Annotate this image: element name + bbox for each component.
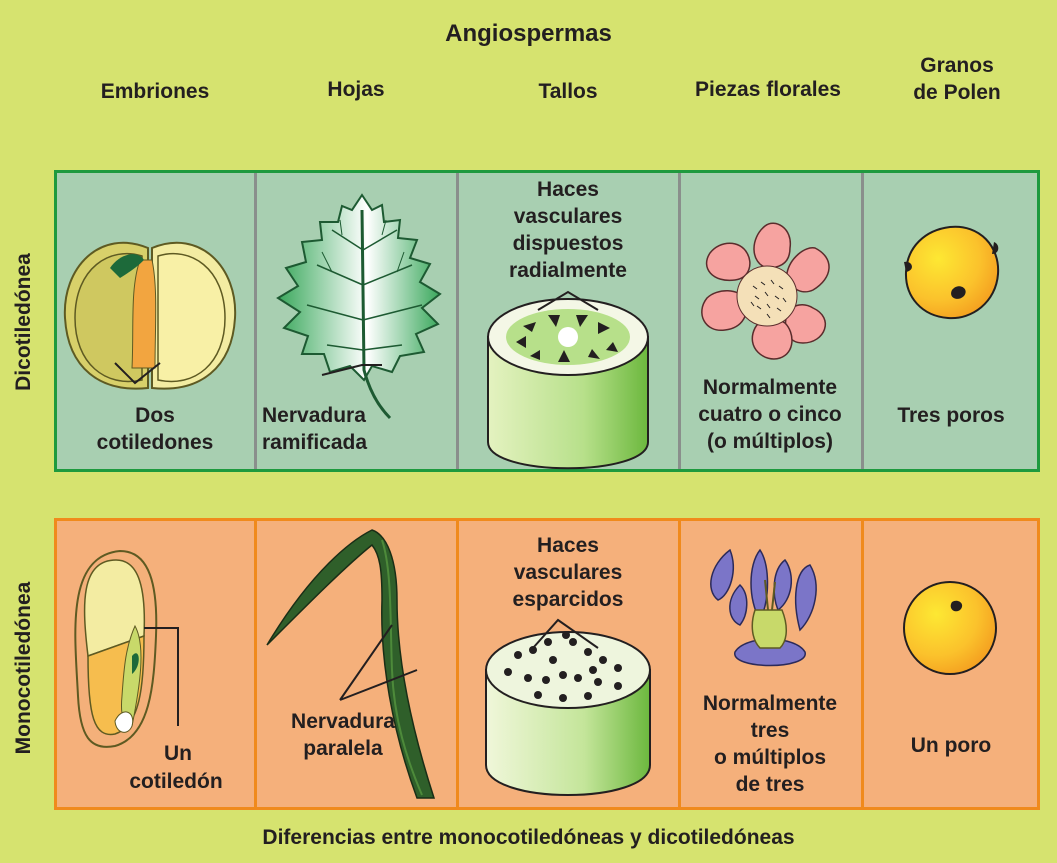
row-label-monocotiledonea: Monocotiledónea (12, 581, 35, 755)
mono-pollen-illustration (903, 581, 997, 675)
dicot-leaf-illustration (276, 193, 442, 420)
dicot-pollen-illustration (904, 225, 1000, 320)
column-header-piezas-florales: Piezas florales (695, 78, 841, 101)
dicot-flower-illustration (701, 222, 830, 360)
mono-leaf-illustration (266, 529, 436, 799)
dicot-embryo-label: Dos cotiledones (96, 404, 214, 454)
dicot-leaf-label: Nervadura ramificada (262, 404, 368, 454)
mono-flower-illustration (710, 548, 817, 667)
mono-stem-label: Haces vasculares esparcidos (512, 534, 624, 611)
dicot-stem-illustration (487, 290, 649, 470)
column-header-tallos: Tallos (538, 80, 598, 103)
dicot-stem-label: Haces vasculares dispuestos radialmente (509, 178, 627, 282)
diagram-caption: Diferencias entre monocotiledóneas y dic… (262, 826, 795, 849)
mono-pollen-label: Un poro (910, 734, 992, 757)
mono-embryo-label-line2: cotiledón (129, 770, 223, 793)
diagram-title: Angiospermas (445, 20, 612, 47)
dicot-pollen-label: Tres poros (897, 404, 1005, 427)
mono-embryo-label-line1: Un (164, 742, 192, 765)
mono-flower-label: Normalmente tres o múltiplos de tres (702, 692, 838, 796)
column-header-granos-de-polen: Granos de Polen (913, 54, 1001, 104)
column-header-hojas: Hojas (327, 78, 385, 101)
dicot-flower-label: Normalmente cuatro o cinco (o múltiplos) (698, 376, 842, 453)
dicot-embryo-illustration (63, 241, 237, 390)
mono-embryo-illustration (74, 549, 179, 748)
mono-leaf-label: Nervadura paralela (291, 710, 395, 760)
column-header-embriones: Embriones (100, 80, 210, 103)
mono-stem-illustration (485, 618, 651, 796)
row-label-dicotiledonea: Dicotiledónea (12, 253, 35, 391)
